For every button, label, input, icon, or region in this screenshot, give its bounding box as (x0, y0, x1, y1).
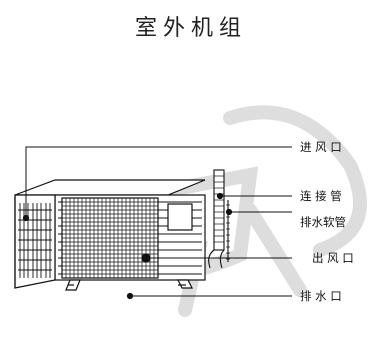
service-panel (167, 203, 193, 231)
label-outlet: 出 风 口 (312, 251, 354, 265)
outdoor-unit (14, 179, 206, 291)
side-grill (18, 203, 52, 278)
fan-mesh-grid (62, 198, 158, 278)
leader-lines (22, 146, 292, 300)
label-hose: 排水软管 (300, 215, 346, 229)
label-drain: 排 水 口 (300, 289, 342, 303)
label-inlet: 进 风 口 (300, 140, 342, 154)
page-title: 室外机组 (134, 16, 247, 41)
label-pipe: 连 接 管 (300, 189, 342, 203)
